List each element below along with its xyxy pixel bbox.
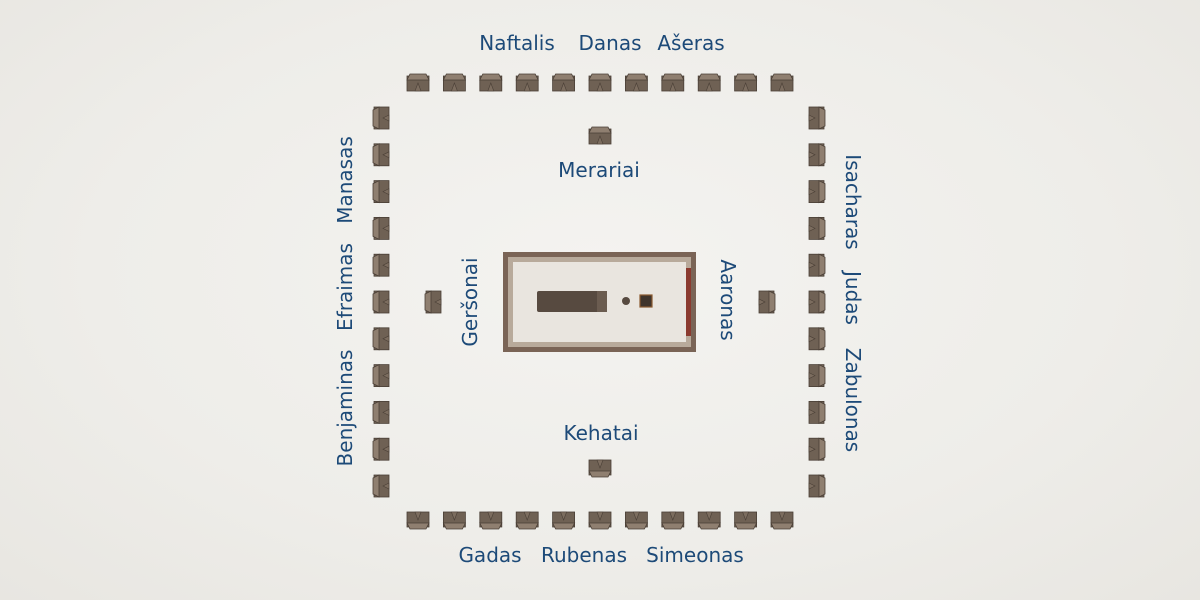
tent-of-meeting xyxy=(537,291,607,312)
tent-west-10 xyxy=(372,437,390,461)
tribe-label-gadas: Gadas xyxy=(458,543,522,567)
tent-south-7 xyxy=(624,511,649,530)
holy-of-holies-end xyxy=(597,291,607,312)
tent-west-1 xyxy=(372,106,390,130)
tent-west-9 xyxy=(372,400,390,425)
tent-east-8 xyxy=(808,363,826,388)
tribe-label-rubenas: Rubenas xyxy=(540,543,628,567)
tribe-label-zabulonas: Zabulonas xyxy=(841,347,865,453)
tent-north-10 xyxy=(733,73,758,92)
tent-north-3 xyxy=(479,73,503,92)
tent-merariai xyxy=(588,126,612,145)
tent-east-9 xyxy=(808,400,826,425)
tent-south-5 xyxy=(551,511,576,530)
tent-kehatai xyxy=(588,459,612,478)
tent-east-6 xyxy=(808,290,826,314)
tent-east-2 xyxy=(808,143,826,167)
tribe-label-efraimas: Efraimas xyxy=(333,243,357,331)
tent-east-10 xyxy=(808,437,826,461)
tent-south-8 xyxy=(661,511,685,530)
tent-south-9 xyxy=(697,511,721,530)
tent-north-11 xyxy=(770,73,794,92)
tent-west-2 xyxy=(372,143,390,167)
tent-south-4 xyxy=(515,511,539,530)
laver xyxy=(622,297,630,305)
tent-west-7 xyxy=(372,327,390,351)
tent-north-4 xyxy=(515,73,539,92)
tent-west-4 xyxy=(372,216,390,241)
tent-east-4 xyxy=(808,216,826,241)
tent-west-11 xyxy=(372,474,390,498)
levite-label-gersonai: Geršonai xyxy=(458,257,482,347)
tent-north-6 xyxy=(588,73,612,92)
courtyard-gate xyxy=(686,268,691,336)
tribe-label-naftalis: Naftalis xyxy=(479,31,555,55)
tent-east-5 xyxy=(808,253,826,277)
tent-south-3 xyxy=(479,511,503,530)
tent-north-2 xyxy=(442,73,467,92)
tent-north-7 xyxy=(624,73,649,92)
tent-east-11 xyxy=(808,474,826,498)
tribe-label-judas: Judas xyxy=(841,271,865,325)
tribe-label-simeonas: Simeonas xyxy=(646,543,744,567)
tent-south-2 xyxy=(442,511,467,530)
tent-west-5 xyxy=(372,253,390,277)
levite-label-kehatai: Kehatai xyxy=(563,421,639,445)
levite-label-aaronas: Aaronas xyxy=(716,259,740,341)
tent-gersonai xyxy=(424,290,442,314)
tent-east-1 xyxy=(808,106,826,130)
tent-north-8 xyxy=(661,73,685,92)
tent-north-9 xyxy=(697,73,721,92)
tent-east-3 xyxy=(808,179,826,204)
tents-layer xyxy=(372,73,826,530)
tent-aaronas xyxy=(758,290,776,314)
tent-south-6 xyxy=(588,511,612,530)
tribe-label-danas: Danas xyxy=(578,31,642,55)
tent-east-7 xyxy=(808,327,826,351)
tent-south-10 xyxy=(733,511,758,530)
tribe-label-benjaminas: Benjaminas xyxy=(333,349,357,467)
tent-north-1 xyxy=(406,73,430,92)
tent-south-1 xyxy=(406,511,430,530)
tent-north-5 xyxy=(551,73,576,92)
tent-west-8 xyxy=(372,363,390,388)
tent-west-6 xyxy=(372,290,390,314)
tribe-label-isacharas: Isacharas xyxy=(841,154,865,250)
levite-label-merariai: Merariai xyxy=(558,158,640,182)
tent-south-11 xyxy=(770,511,794,530)
tribe-label-aseras: Ašeras xyxy=(657,31,725,55)
tribe-label-manasas: Manasas xyxy=(333,136,357,224)
tent-west-3 xyxy=(372,179,390,204)
tabernacle xyxy=(503,252,696,352)
altar xyxy=(639,294,653,308)
